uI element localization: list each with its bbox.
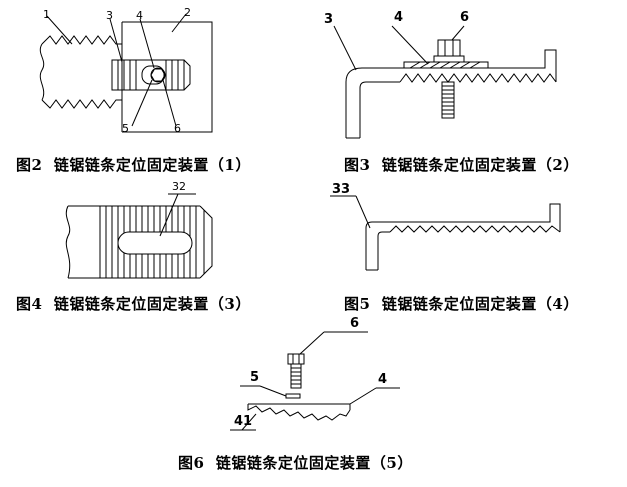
fig2-label-6: 6	[174, 122, 181, 135]
fig2-label-3: 3	[106, 9, 113, 22]
figure-3: 3 4 6	[310, 0, 627, 150]
figure-5: 33	[310, 180, 627, 288]
figure-4: 32	[0, 180, 300, 288]
fig6-label-4: 4	[378, 372, 388, 387]
figure-2: 1 3 4 2 5 6	[0, 0, 300, 150]
fig4-label-32: 32	[172, 180, 186, 193]
fig3-label-4: 4	[394, 10, 404, 25]
fig2-label-5: 5	[122, 122, 129, 135]
fig2-label-4: 4	[136, 9, 143, 22]
fig6-label-41: 41	[234, 414, 253, 429]
figure-4-drawing	[65, 193, 213, 279]
figure-4-caption: 图4 链锯链条定位固定装置（3）	[16, 295, 251, 313]
fig6-label-6: 6	[350, 316, 360, 331]
figure-6: 6 5 4 41	[200, 316, 440, 442]
figure-2-drawing	[39, 13, 213, 133]
figure-5-caption: 图5 链锯链条定位固定装置（4）	[344, 295, 579, 313]
fig5-label-33: 33	[332, 182, 351, 197]
fig3-label-6: 6	[460, 10, 470, 25]
figure-6-drawing	[230, 331, 400, 431]
figure-5-drawing	[330, 195, 561, 271]
figure-2-caption: 图2 链锯链条定位固定装置（1）	[16, 156, 251, 174]
fig6-label-5: 5	[250, 370, 260, 385]
figure-3-caption: 图3 链锯链条定位固定装置（2）	[344, 156, 579, 174]
figure-6-caption: 图6 链锯链条定位固定装置（5）	[178, 454, 413, 472]
fig2-label-1: 1	[43, 8, 50, 21]
fig3-label-3: 3	[324, 12, 334, 27]
figure-3-drawing	[333, 25, 557, 139]
fig2-label-2: 2	[184, 6, 191, 19]
